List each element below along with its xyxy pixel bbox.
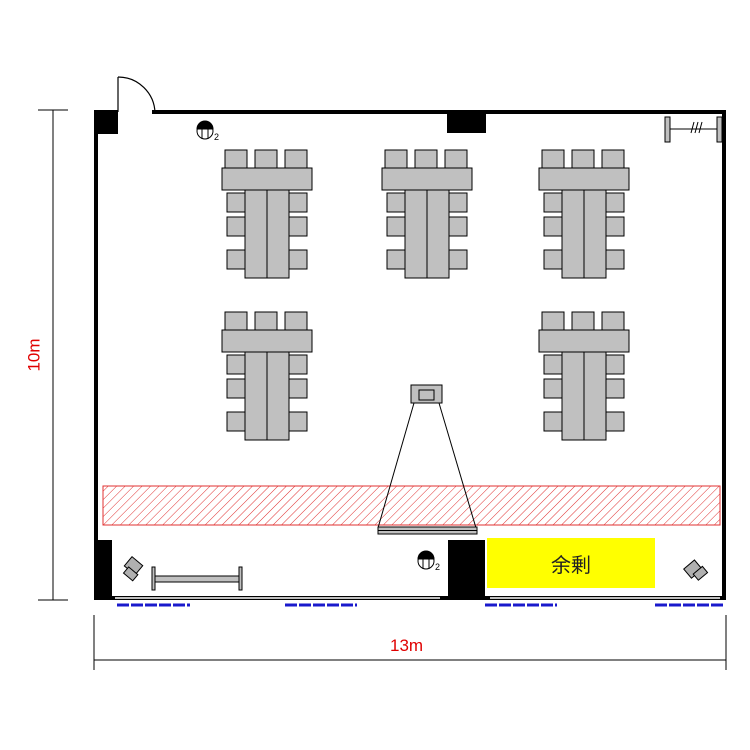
pillar-bottom-center [448, 540, 485, 600]
table [583, 189, 607, 279]
table [561, 189, 585, 279]
chair [288, 354, 308, 375]
chair [605, 249, 625, 270]
chair [543, 249, 563, 270]
table-group [221, 149, 313, 279]
chair [224, 149, 248, 170]
chair [605, 411, 625, 432]
table [426, 189, 450, 279]
chair [226, 216, 246, 237]
outlet-count: 2 [435, 562, 440, 572]
chair [386, 249, 406, 270]
chair [226, 354, 246, 375]
chair [288, 192, 308, 213]
chair [226, 192, 246, 213]
outlet-icon [196, 120, 214, 140]
chair [605, 192, 625, 213]
armchair-left [122, 556, 144, 582]
chair [601, 311, 625, 332]
pillar-top-left [94, 110, 118, 134]
head-table [381, 167, 473, 191]
table-groups [221, 149, 630, 441]
pillar-bottom-left [94, 540, 112, 600]
chair [543, 192, 563, 213]
chair [386, 216, 406, 237]
head-table [221, 329, 313, 353]
head-table [538, 329, 630, 353]
chair [226, 378, 246, 399]
table [561, 351, 585, 441]
chair [254, 311, 278, 332]
outlet-count: 2 [214, 132, 219, 142]
chair [571, 149, 595, 170]
chair [288, 411, 308, 432]
pillar-top-center [447, 112, 486, 133]
surplus-label: 余剰 [551, 552, 591, 577]
chair [226, 249, 246, 270]
chair [543, 411, 563, 432]
table-group [221, 311, 313, 441]
width-dimension-label: 13m [390, 636, 424, 655]
chair [448, 192, 468, 213]
chair [543, 354, 563, 375]
door [117, 76, 156, 114]
bench [151, 566, 243, 591]
chair [288, 216, 308, 237]
chair [571, 311, 595, 332]
chair [448, 216, 468, 237]
outlet-icon [417, 550, 435, 570]
table-group [381, 149, 473, 279]
height-dimension-label: 10m [24, 338, 44, 372]
chair [224, 311, 248, 332]
dimension-horizontal [93, 615, 727, 670]
projector [377, 384, 477, 529]
chair [543, 216, 563, 237]
head-table [221, 167, 313, 191]
chair [414, 149, 438, 170]
surplus-area: 余剰 [487, 538, 655, 588]
chair [605, 378, 625, 399]
chair [284, 311, 308, 332]
chair [254, 149, 278, 170]
chair [541, 311, 565, 332]
chair [386, 192, 406, 213]
chair [601, 149, 625, 170]
chair [605, 354, 625, 375]
chair [541, 149, 565, 170]
chair [448, 249, 468, 270]
chair [284, 149, 308, 170]
table [244, 351, 268, 441]
head-table [538, 167, 630, 191]
chair [226, 411, 246, 432]
table [266, 189, 290, 279]
chair [288, 249, 308, 270]
table [404, 189, 428, 279]
table-group [538, 149, 630, 279]
dimension-vertical [38, 109, 68, 601]
chair [543, 378, 563, 399]
projection-screen [377, 526, 478, 535]
armchair-right [683, 559, 709, 581]
chair [444, 149, 468, 170]
table [583, 351, 607, 441]
table-group [538, 311, 630, 441]
chair [288, 378, 308, 399]
hatched-zone [102, 485, 721, 526]
table [266, 351, 290, 441]
coat-hanger-rack [664, 116, 723, 143]
chair [384, 149, 408, 170]
table [244, 189, 268, 279]
chair [605, 216, 625, 237]
